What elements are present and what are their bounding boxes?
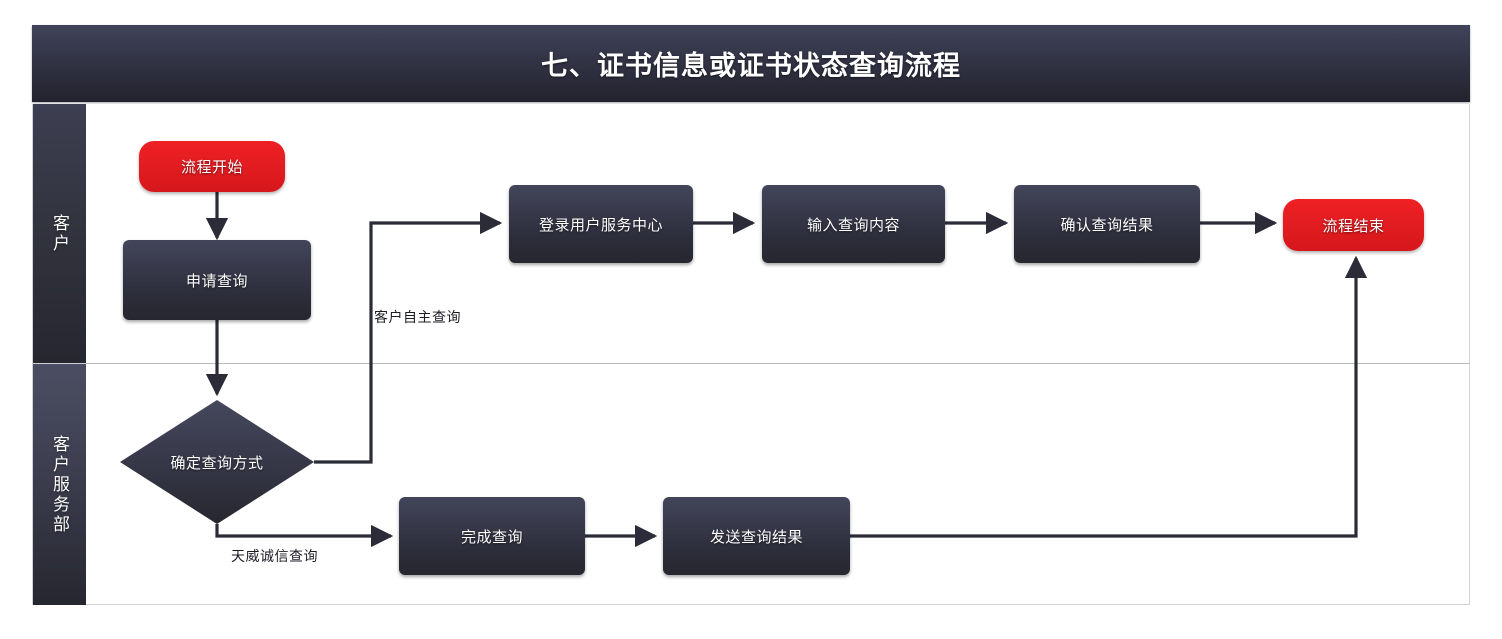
node-send-result[interactable]: 发送查询结果: [663, 497, 850, 575]
node-confirm-result-label: 确认查询结果: [1060, 216, 1154, 234]
node-finish-query[interactable]: 完成查询: [399, 497, 585, 575]
node-apply-query-label: 申请查询: [185, 272, 248, 290]
chart-title-bar: 七、证书信息或证书状态查询流程: [32, 25, 1470, 102]
swimlane-label-customer-text: 客户: [50, 213, 70, 254]
node-decide-method[interactable]: 确定查询方式: [120, 400, 314, 524]
node-login-center-label: 登录用户服务中心: [538, 216, 663, 234]
swimlane-label-customer-service: 客户服务部: [33, 363, 86, 605]
node-end[interactable]: 流程结束: [1283, 199, 1424, 251]
edge-label-itrus-query: 天威诚信查询: [231, 548, 318, 564]
diamond-icon: [120, 400, 314, 524]
node-end-label: 流程结束: [1322, 217, 1385, 235]
node-finish-query-label: 完成查询: [460, 528, 523, 546]
node-input-content[interactable]: 输入查询内容: [762, 185, 945, 263]
edge-label-self-service: 客户自主查询: [374, 309, 461, 325]
node-decide-method-label: 确定查询方式: [170, 454, 264, 472]
node-login-center[interactable]: 登录用户服务中心: [509, 185, 693, 263]
swimlane-header-column: 客户 客户服务部: [33, 104, 86, 605]
node-send-result-label: 发送查询结果: [709, 528, 803, 546]
node-confirm-result[interactable]: 确认查询结果: [1014, 185, 1200, 263]
swimlane-divider: [86, 363, 1470, 364]
node-start[interactable]: 流程开始: [139, 141, 285, 192]
swimlane-label-customer-service-text: 客户服务部: [50, 434, 70, 535]
node-apply-query[interactable]: 申请查询: [123, 240, 311, 320]
node-start-label: 流程开始: [180, 159, 243, 176]
swimlane-label-customer: 客户: [33, 104, 86, 363]
node-input-content-label: 输入查询内容: [806, 216, 900, 234]
page-title: 七、证书信息或证书状态查询流程: [541, 51, 961, 81]
